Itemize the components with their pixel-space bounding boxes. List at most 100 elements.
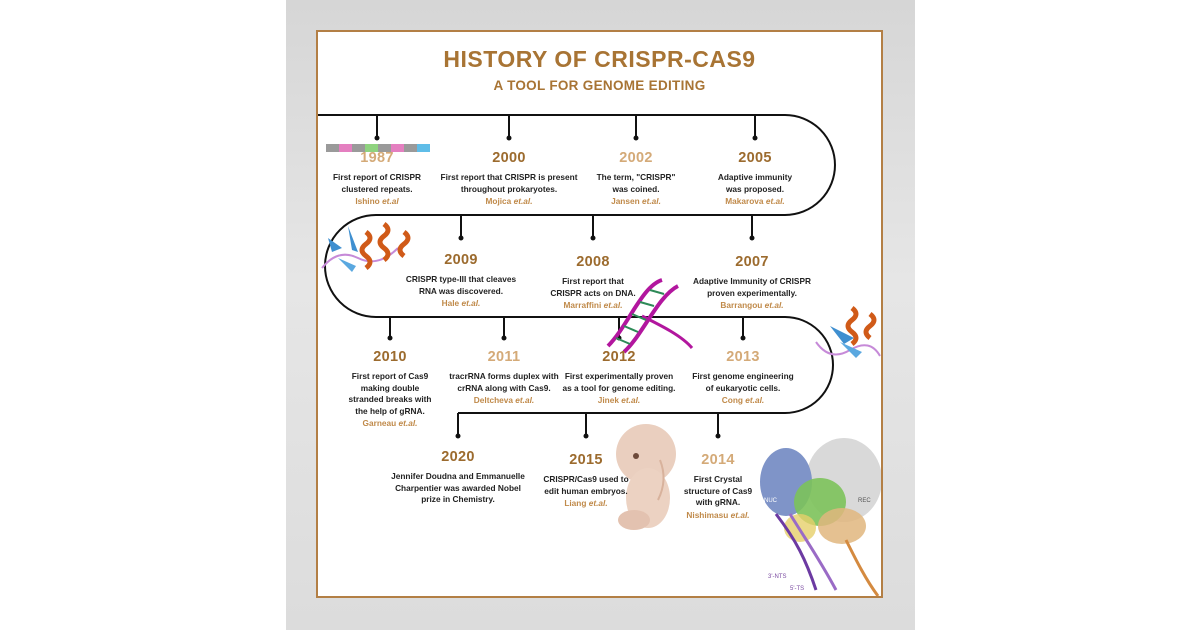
event-etal: et.al. bbox=[641, 196, 661, 207]
event-description-line: Adaptive immunity bbox=[717, 172, 793, 182]
event-year: 1987 bbox=[360, 150, 394, 166]
event-description-line: Charpentier was awarded Nobel bbox=[395, 482, 521, 493]
poster-title: HISTORY OF CRISPR-CAS9 bbox=[443, 46, 756, 72]
event-description-line: proven experimentally. bbox=[707, 287, 797, 298]
event-reference: Garneau et.al. bbox=[318, 417, 465, 429]
event-reference: Mojica et.al. bbox=[434, 195, 584, 207]
event-description-line: First experimentally proven bbox=[564, 371, 674, 381]
protein-ribbon-icon bbox=[321, 222, 411, 272]
poster: HISTORY OF CRISPR-CAS9 A TOOL FOR GENOME… bbox=[316, 30, 883, 598]
event-description-line: the help of gRNA. bbox=[355, 405, 425, 416]
event-author: Deltcheva bbox=[473, 395, 513, 406]
event-year: 2009 bbox=[444, 252, 478, 268]
event-author: Hale bbox=[441, 298, 460, 309]
event-description-line: making double bbox=[360, 382, 420, 393]
event-description-line: CRISPR acts on DNA. bbox=[550, 287, 636, 298]
event-description-line: was proposed. bbox=[725, 183, 785, 194]
event-description-line: stranded breaks with bbox=[348, 394, 432, 405]
event-description-line: throughout prokaryotes. bbox=[460, 183, 558, 194]
event-year: 2010 bbox=[373, 349, 407, 365]
event-etal: et.al. bbox=[588, 498, 608, 509]
event-description-line: edit human embryos. bbox=[544, 485, 628, 496]
event-etal: et.al. bbox=[745, 395, 765, 406]
event-etal: et.al. bbox=[764, 300, 784, 311]
event-reference: Cong et.al. bbox=[668, 394, 818, 406]
event-etal: et.al. bbox=[513, 196, 533, 207]
dna-helix-icon bbox=[606, 278, 694, 354]
event-etal: et.al. bbox=[765, 196, 785, 207]
poster-subtitle: A TOOL FOR GENOME EDITING bbox=[493, 78, 706, 93]
event-description-line: tracrRNA forms duplex with bbox=[449, 371, 559, 381]
event-reference: Makarova et.al. bbox=[680, 195, 830, 207]
event-etal: et.al. bbox=[461, 298, 481, 309]
event-reference: Jansen et.al. bbox=[561, 195, 711, 207]
cas9-structure-icon: NUC REC 3'-NTS 5'-TS bbox=[760, 438, 881, 596]
event-description-line: RNA was discovered. bbox=[418, 285, 504, 296]
event-author: Liang bbox=[564, 498, 587, 509]
event-description-line: crRNA along with Cas9. bbox=[457, 382, 551, 393]
event-description-line: Jennifer Doudna and Emmanuelle bbox=[391, 471, 525, 481]
event-etal: et.al. bbox=[621, 395, 641, 406]
event-year: 2000 bbox=[492, 150, 526, 166]
event-reference: Deltcheva et.al. bbox=[429, 394, 579, 406]
event-author: Jinek bbox=[597, 395, 619, 406]
event-reference: Liang et.al. bbox=[511, 497, 661, 509]
event-description-line: The term, "CRISPR" bbox=[596, 172, 676, 182]
event-author: Marraffini bbox=[563, 300, 602, 311]
event-author: Nishimasu bbox=[686, 509, 729, 520]
event-year: 2007 bbox=[735, 254, 769, 270]
event-year: 2013 bbox=[726, 349, 760, 365]
event-description-line: Adaptive Immunity of CRISPR bbox=[692, 276, 811, 286]
event-author: Jansen bbox=[611, 196, 640, 207]
protein-ribbon-icon bbox=[815, 306, 881, 358]
event-etal: et.al. bbox=[398, 418, 418, 429]
event-reference: Jinek et.al. bbox=[544, 394, 694, 406]
event-year: 2020 bbox=[441, 449, 475, 465]
event-author: Ishino bbox=[355, 196, 380, 207]
event-description-line: First Crystal bbox=[693, 474, 743, 484]
event-author: Makarova bbox=[725, 196, 764, 207]
event-description-line: as a tool for genome editing. bbox=[562, 382, 676, 393]
event-author: Cong bbox=[721, 395, 743, 406]
event-reference: Nishimasu et.al. bbox=[643, 509, 793, 521]
event-year: 2002 bbox=[619, 150, 653, 166]
event-etal: et.al. bbox=[730, 509, 750, 520]
event-year: 2011 bbox=[487, 349, 521, 365]
event-description-line: of eukaryotic cells. bbox=[705, 382, 781, 393]
crispr-repeat-bar-icon bbox=[326, 144, 430, 152]
event-description-line: CRISPR/Cas9 used to bbox=[543, 474, 629, 484]
embryo-icon bbox=[616, 424, 676, 530]
event-reference: Hale et.al. bbox=[386, 297, 536, 309]
event-description-line: was coined. bbox=[612, 183, 660, 194]
event-description-line: structure of Cas9 bbox=[683, 485, 753, 496]
event-etal: et.al. bbox=[515, 395, 535, 406]
event-description-line: First report of Cas9 bbox=[351, 371, 429, 381]
event-description-line: CRISPR type-III that cleaves bbox=[405, 274, 517, 284]
event-year: 2008 bbox=[576, 254, 610, 270]
event-reference: Ishino et.al bbox=[318, 195, 452, 207]
event-year: 2015 bbox=[569, 452, 603, 468]
event-reference: Barrangou et.al. bbox=[677, 299, 827, 311]
event-author: Mojica bbox=[485, 196, 512, 207]
event-description-line: First report that CRISPR is present bbox=[440, 172, 578, 182]
event-year: 2005 bbox=[738, 150, 772, 166]
event-description-line: prize in Chemistry. bbox=[421, 494, 495, 505]
event-author: Barrangou bbox=[720, 300, 763, 311]
event-description-line: clustered repeats. bbox=[341, 183, 413, 194]
event-description-line: First report of CRISPR bbox=[332, 172, 422, 182]
event-year: 2012 bbox=[602, 349, 636, 365]
event-year: 2014 bbox=[701, 452, 735, 468]
event-etal: et.al bbox=[382, 196, 399, 207]
